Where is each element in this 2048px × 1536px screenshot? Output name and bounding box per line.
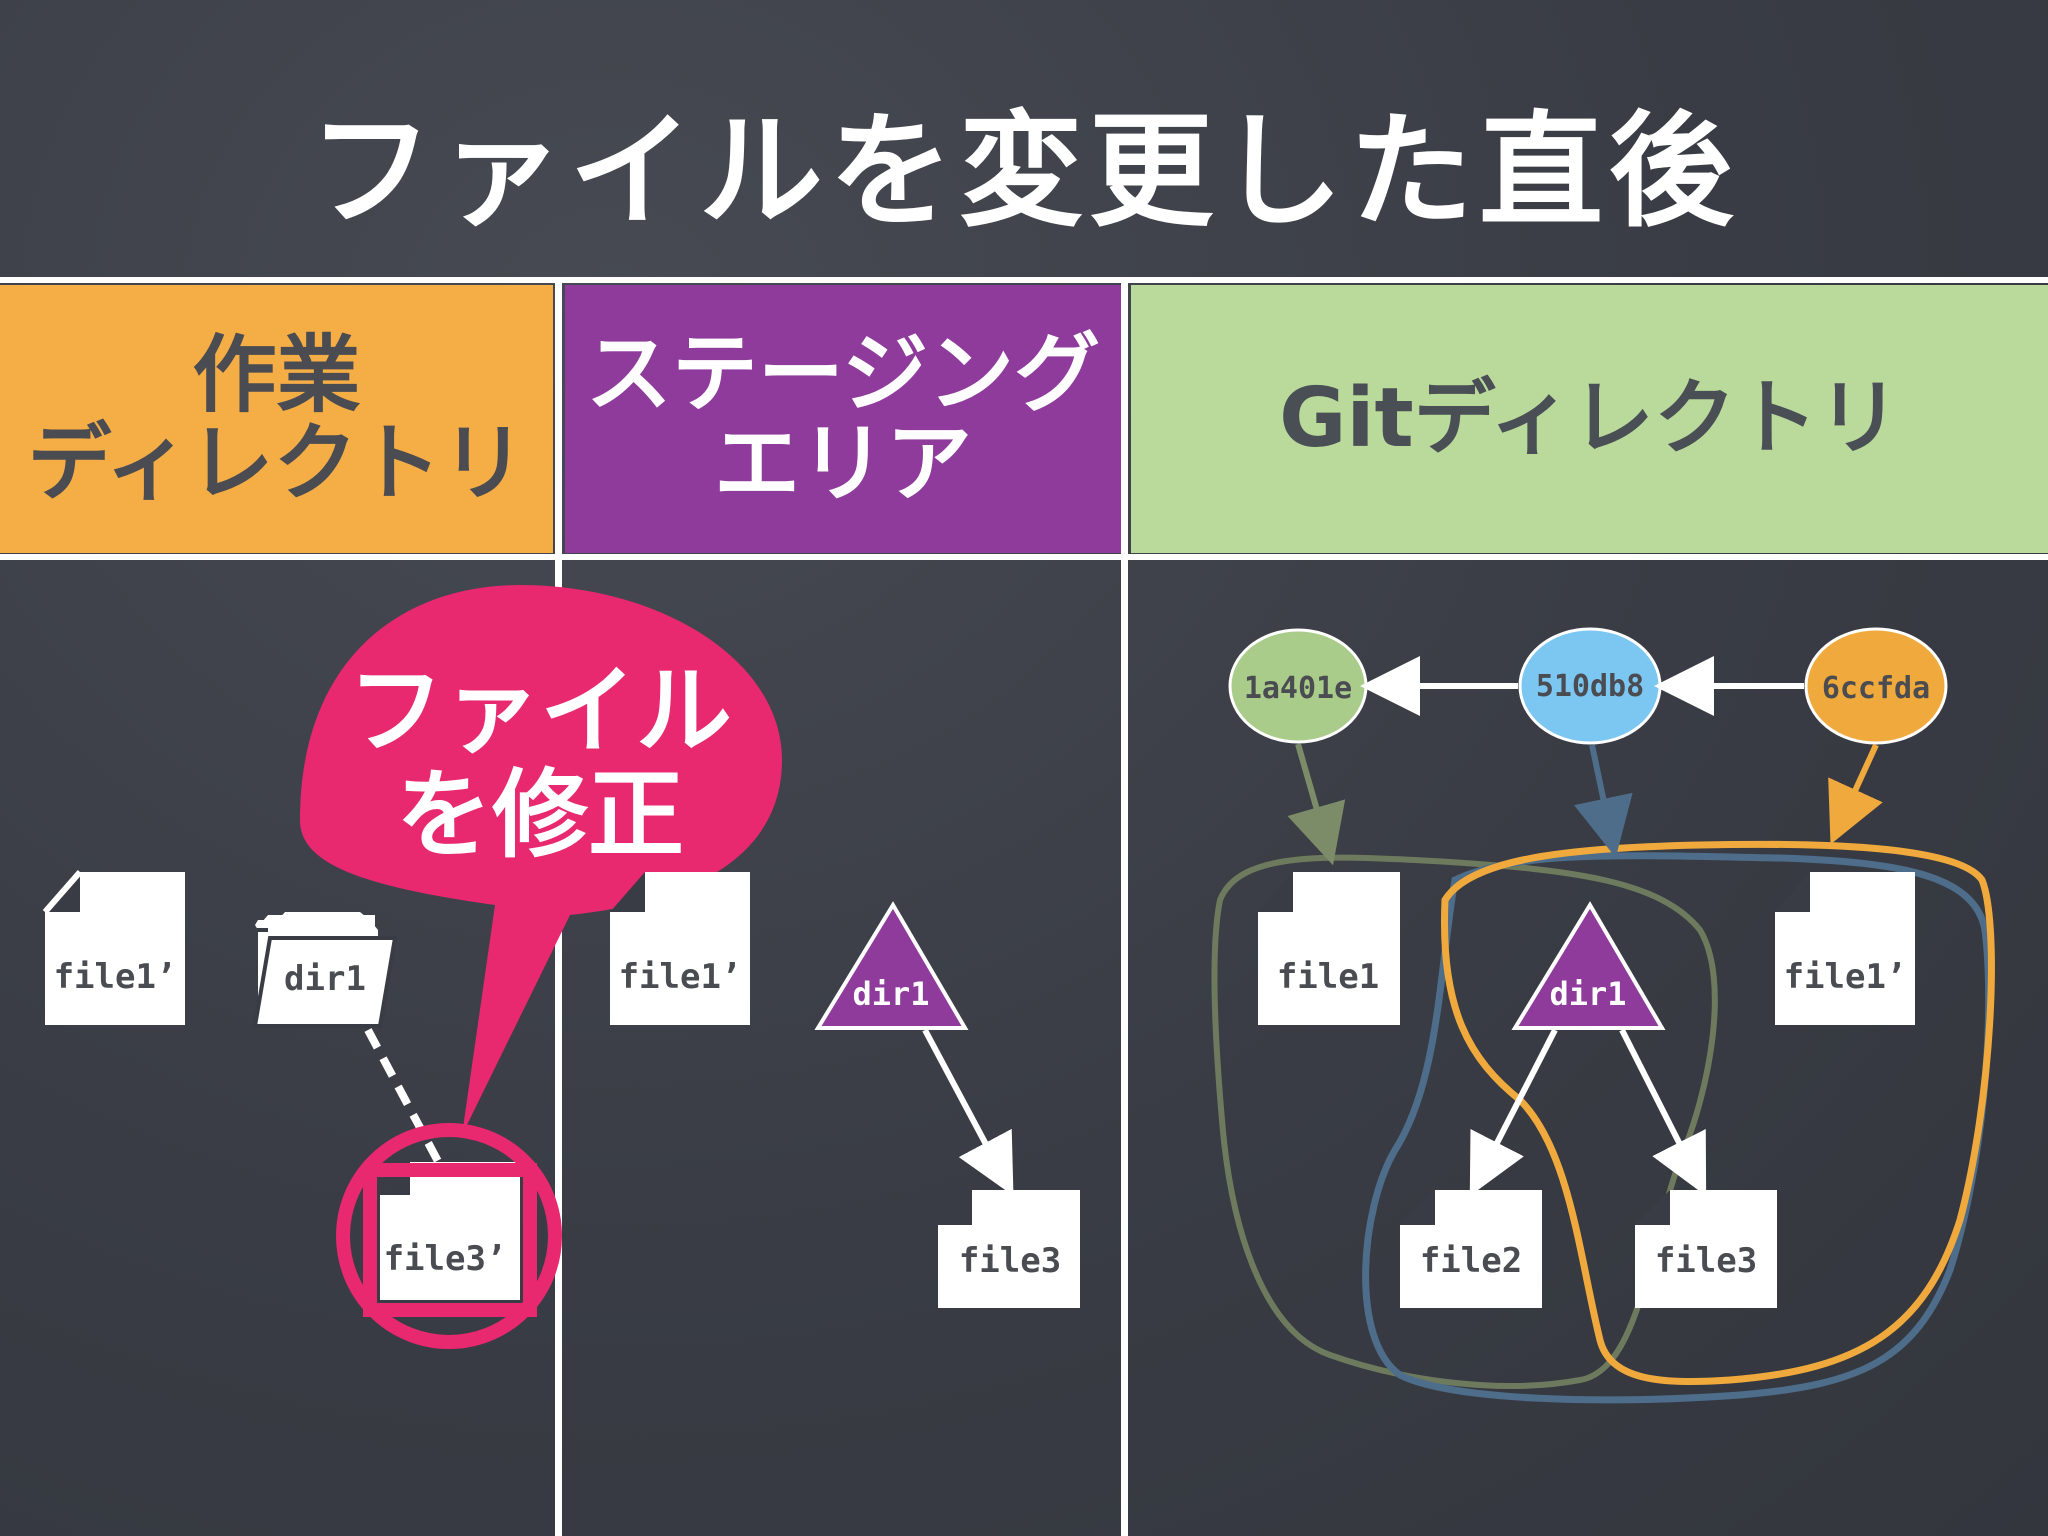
git-file2-icon: file2 [1400,1190,1542,1308]
staging-file3-label: file3 [959,1241,1061,1281]
tree-arrow-1a401e [1287,743,1346,866]
staging-file3-icon: file3 [938,1190,1080,1308]
git-file1-label: file1 [1277,957,1379,997]
divider-bottom [0,554,2048,560]
header-working-directory: 作業 ディレクトリ [0,285,553,553]
header-staging-line2: エリア [714,414,972,514]
git-dir1-label: dir1 [1549,975,1626,1013]
commit-6ccfda-label: 6ccfda [1822,671,1930,706]
git-file2-label: file2 [1420,1241,1522,1281]
callout-line1: ファイル [348,655,732,767]
staging-file1-label: file1’ [619,957,742,997]
commit-1a401e-label: 1a401e [1244,671,1352,706]
header-git-directory: Gitディレクトリ [1131,285,2048,553]
git-tree-arrow-file3 [1619,1028,1707,1197]
working-dir1-label: dir1 [284,959,366,999]
header-staging-line1: ステージング [585,323,1101,424]
divider-col-2 [1121,277,1128,1536]
callout-bubble [300,585,782,1135]
staging-dir1-label: dir1 [852,975,929,1013]
git-file3-label: file3 [1655,1241,1757,1281]
git-file1b-label: file1’ [1784,957,1907,997]
commit-510db8-label: 510db8 [1536,669,1644,704]
git-dir1-tree-icon: dir1 [1511,901,1666,1030]
commit-6ccfda: 6ccfda [1804,627,1948,745]
git-tree-arrow-file2 [1469,1028,1558,1197]
git-file3-icon: file3 [1635,1190,1777,1308]
working-dir1-link [364,1028,444,1167]
highlight-circle [336,1123,562,1349]
snapshot-outline-6ccfda [1440,840,1995,1386]
working-file3-label: file3’ [384,1239,507,1279]
snapshot-outline-510db8 [1362,852,1993,1404]
header-working-line2: ディレクトリ [27,414,526,512]
commit-1a401e: 1a401e [1228,628,1368,744]
git-file1b-icon: file1’ [1775,872,1915,1025]
divider-top [0,277,2048,283]
working-file1-label: file1’ [54,957,177,997]
callout-line2: を修正 [396,758,684,871]
working-file1-icon: file1’ [42,870,185,1025]
working-dir1-folder-icon: dir1 [252,912,398,1028]
staging-tree-arrow [922,1028,1014,1196]
header-working-line1: 作業 [192,325,361,424]
commit-510db8: 510db8 [1518,627,1662,745]
tree-arrow-510db8 [1573,744,1633,858]
working-file3-icon: file3’ [380,1162,520,1300]
staging-file1-icon: file1’ [610,872,750,1025]
git-file1-icon: file1 [1258,872,1400,1025]
staging-dir1-tree-icon: dir1 [814,901,969,1030]
highlight-square [363,1163,537,1317]
header-git-label: Gitディレクトリ [1279,370,1900,466]
header-staging-area: ステージング エリア [565,285,1121,553]
slide-title: ファイルを変更した直後 [308,100,1739,244]
tree-arrow-6ccfda [1828,743,1883,845]
callout-text: ファイル を修正 [290,655,790,871]
